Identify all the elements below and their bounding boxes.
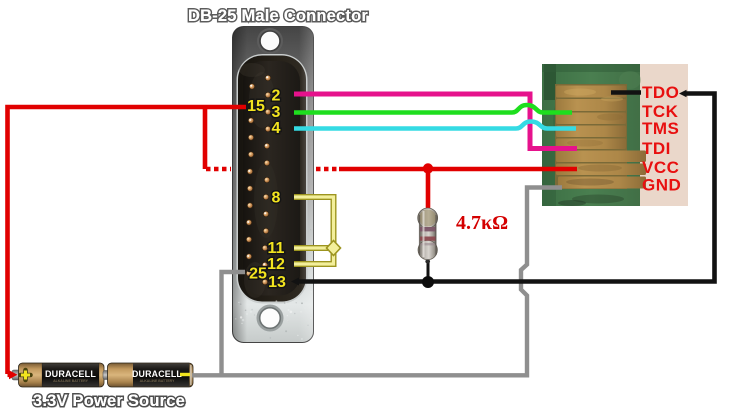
svg-text:VCC: VCC <box>642 158 679 177</box>
svg-text:12: 12 <box>267 256 285 273</box>
svg-text:TMS: TMS <box>642 119 679 138</box>
svg-text:TDO: TDO <box>642 83 679 102</box>
svg-text:4.7κΩ: 4.7κΩ <box>456 212 508 234</box>
svg-text:TCK: TCK <box>642 102 679 121</box>
svg-text:11: 11 <box>268 240 285 257</box>
svg-text:ALKALINE BATTERY: ALKALINE BATTERY <box>53 379 88 383</box>
svg-text:DURACELL: DURACELL <box>45 369 96 379</box>
svg-text:ALKALINE BATTERY: ALKALINE BATTERY <box>140 379 175 383</box>
svg-text:TDI: TDI <box>642 139 671 158</box>
svg-text:DB-25 Male Connector: DB-25 Male Connector <box>188 7 368 25</box>
svg-text:3.3V Power Source: 3.3V Power Source <box>33 392 185 410</box>
svg-text:8: 8 <box>272 190 281 207</box>
svg-text:DB-25 Male Connector: DB-25 Male Connector <box>188 7 368 25</box>
svg-text:15: 15 <box>247 98 265 115</box>
svg-text:GND: GND <box>642 176 681 195</box>
svg-text:4: 4 <box>272 120 281 137</box>
svg-text:25: 25 <box>249 266 267 283</box>
svg-text:3.3V Power Source: 3.3V Power Source <box>35 394 187 412</box>
svg-text:DURACELL: DURACELL <box>132 369 182 379</box>
svg-text:2: 2 <box>272 88 281 105</box>
svg-text:3: 3 <box>272 104 281 121</box>
svg-text:13: 13 <box>268 274 286 291</box>
svg-text:3.3V Power Source: 3.3V Power Source <box>33 392 185 410</box>
